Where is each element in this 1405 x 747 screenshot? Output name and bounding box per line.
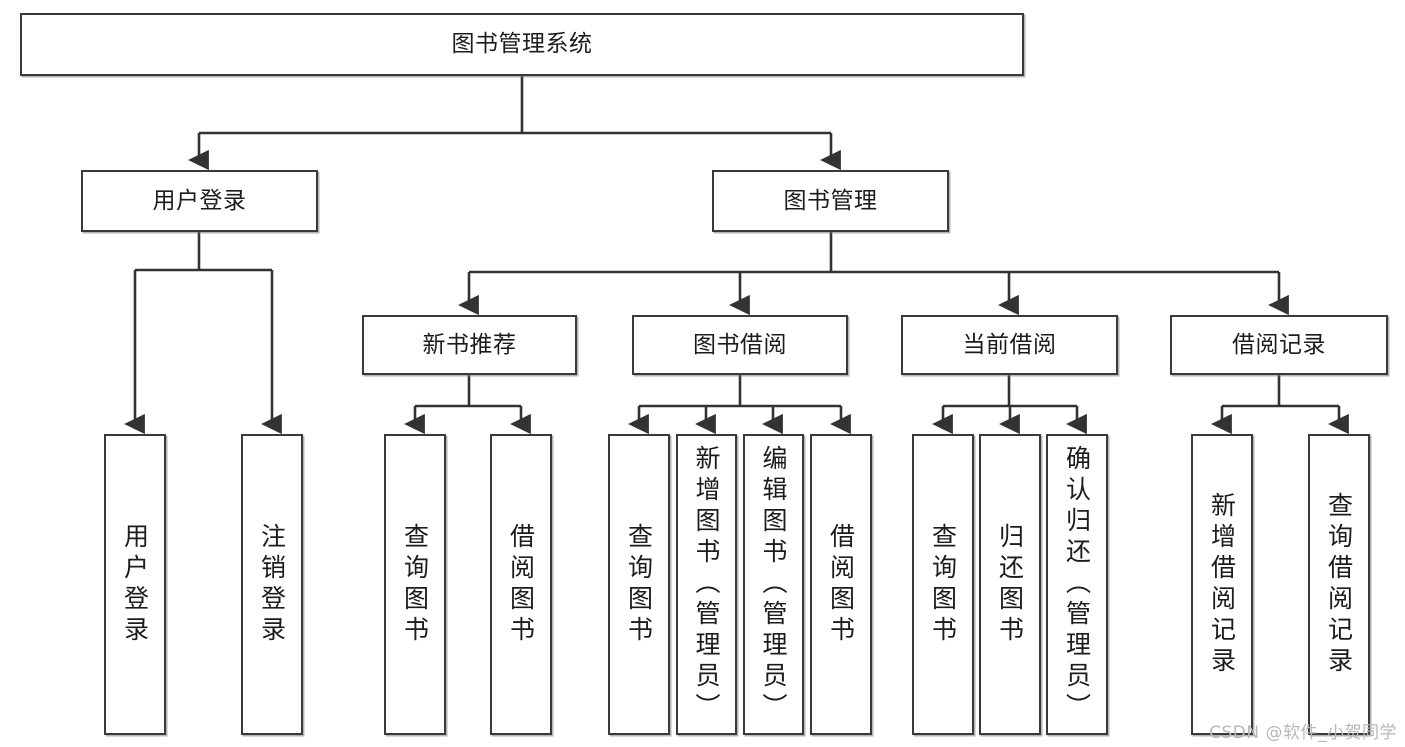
node-leaf-logout-login[interactable]: 注销登录: [241, 434, 303, 735]
node-label: 注销登录: [257, 522, 287, 647]
node-current-borrow[interactable]: 当前借阅: [901, 315, 1118, 375]
node-label: 查询图书: [928, 522, 958, 647]
node-book-management[interactable]: 图书管理: [712, 170, 949, 232]
node-label: 新增借阅记录: [1207, 491, 1237, 678]
node-label: 新书推荐: [422, 331, 517, 358]
node-leaf-user-login[interactable]: 用户登录: [104, 434, 166, 735]
node-label: 借阅图书: [826, 522, 856, 647]
node-label: 图书管理系统: [451, 31, 593, 58]
node-label: 新增图书（管理员）: [692, 445, 721, 724]
node-label: 借阅记录: [1232, 331, 1326, 358]
node-book-management-system[interactable]: 图书管理系统: [20, 13, 1024, 76]
node-leaf-query-borrow-record[interactable]: 查询借阅记录: [1308, 434, 1370, 735]
node-new-book-recommend[interactable]: 新书推荐: [362, 315, 577, 375]
node-leaf-borrow-book-2[interactable]: 借阅图书: [810, 434, 872, 735]
node-label: 查询图书: [624, 522, 654, 647]
node-label: 借阅图书: [506, 522, 536, 647]
node-leaf-query-book-3[interactable]: 查询图书: [912, 434, 974, 735]
node-leaf-borrow-book-1[interactable]: 借阅图书: [490, 434, 552, 735]
node-borrow-record[interactable]: 借阅记录: [1170, 315, 1388, 375]
node-leaf-query-book-2[interactable]: 查询图书: [608, 434, 670, 735]
node-label: 查询借阅记录: [1324, 491, 1354, 678]
node-user-login[interactable]: 用户登录: [81, 170, 318, 232]
node-label: 用户登录: [152, 187, 247, 214]
node-leaf-add-borrow-record[interactable]: 新增借阅记录: [1191, 434, 1253, 735]
node-leaf-edit-book[interactable]: 编辑图书（管理员）: [743, 434, 804, 735]
node-leaf-return-book[interactable]: 归还图书: [979, 434, 1041, 735]
node-leaf-confirm-return[interactable]: 确认归还（管理员）: [1046, 434, 1108, 735]
node-leaf-query-book-1[interactable]: 查询图书: [384, 434, 446, 735]
csdn-watermark: CSDN @软件_小贺同学: [1209, 723, 1397, 743]
node-label: 归还图书: [995, 522, 1025, 647]
node-label: 确认归还（管理员）: [1062, 445, 1092, 724]
node-label: 图书借阅: [693, 331, 787, 358]
node-label: 用户登录: [120, 522, 150, 647]
node-label: 图书管理: [783, 187, 878, 214]
node-label: 编辑图书（管理员）: [759, 445, 788, 724]
node-leaf-add-book[interactable]: 新增图书（管理员）: [676, 434, 737, 735]
node-book-borrow[interactable]: 图书借阅: [632, 315, 848, 375]
node-label: 当前借阅: [962, 331, 1057, 358]
node-label: 查询图书: [400, 522, 430, 647]
